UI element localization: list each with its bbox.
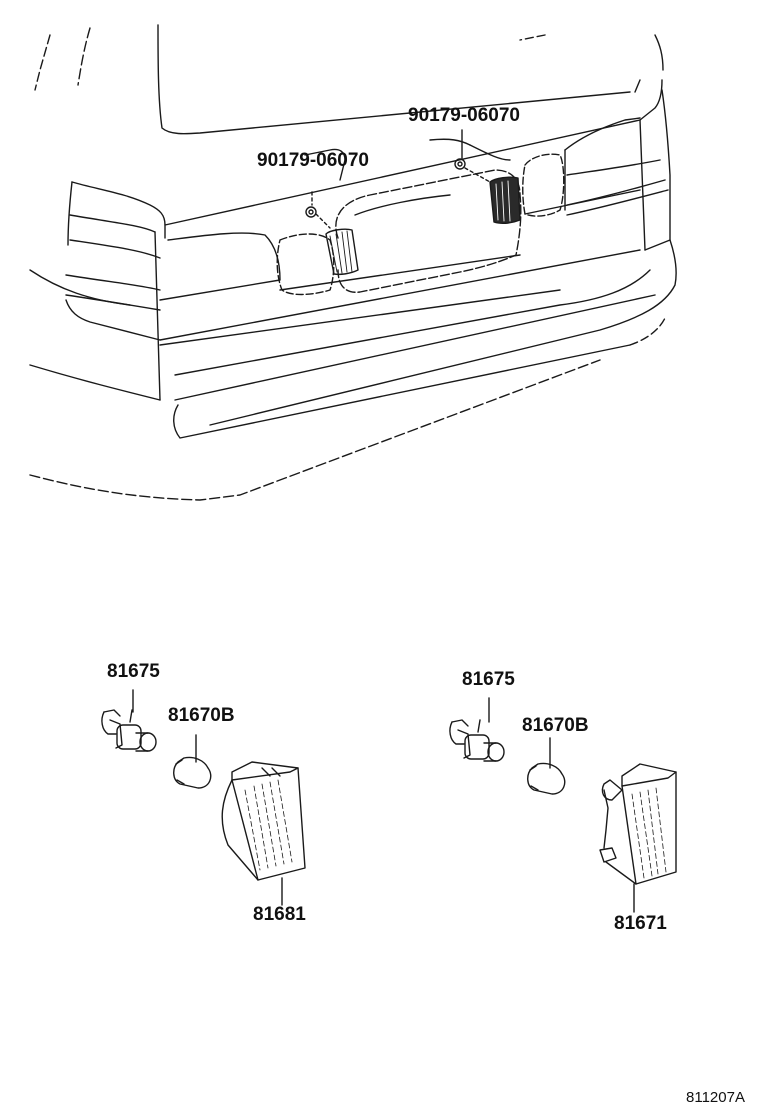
bulb-left-icon (173, 756, 212, 789)
left-tail-lamp (65, 214, 281, 401)
installed-lamp-left (325, 228, 359, 276)
part-number-lamp-right: 81671 (614, 913, 667, 934)
license-plate-recess (276, 138, 565, 296)
socket-right-icon (449, 719, 505, 762)
rear-bumper (29, 239, 677, 501)
part-number-bulb-left: 81670B (168, 705, 235, 726)
lamp-left-icon (221, 761, 306, 881)
part-number-screw-right: 90179-06070 (408, 105, 520, 126)
installed-lamp-right (489, 176, 521, 225)
part-number-bulb-right: 81670B (522, 715, 589, 736)
part-number-socket-right: 81675 (462, 669, 515, 690)
socket-left-icon (101, 709, 157, 752)
screw-left-icon (305, 191, 331, 229)
rear-window (34, 24, 664, 135)
right-tail-lamp (524, 89, 671, 251)
lamp-right-icon (599, 763, 677, 885)
part-number-socket-left: 81675 (107, 661, 160, 682)
screw-right-icon (454, 129, 491, 183)
part-number-screw-left: 90179-06070 (257, 150, 369, 171)
part-number-lamp-left: 81681 (253, 904, 306, 925)
bulb-right-icon (527, 762, 566, 795)
diagram-id: 811207A (686, 1089, 745, 1106)
tailgate-upper (67, 79, 663, 246)
